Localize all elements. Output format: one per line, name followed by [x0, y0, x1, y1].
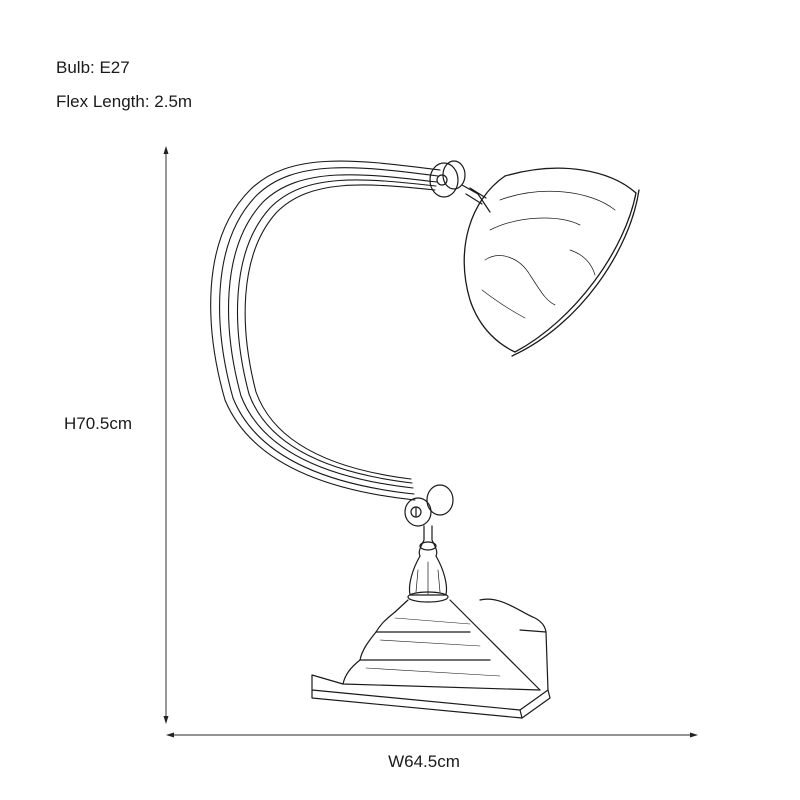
arrow-left-icon [166, 732, 174, 738]
height-dimension-label: H70.5cm [64, 414, 133, 433]
lamp-base [311, 598, 551, 719]
height-dimension-line [163, 146, 169, 724]
lamp-shade [463, 167, 640, 357]
width-dimension-label: W64.5cm [388, 752, 460, 771]
shade-knuckle [429, 160, 491, 213]
spec-bulb: Bulb: E27 [56, 58, 130, 77]
spec-flex-length: Flex Length: 2.5m [56, 92, 193, 111]
arrow-down-icon [163, 716, 169, 724]
arrow-up-icon [163, 146, 169, 154]
base-knuckle [404, 484, 454, 527]
arrow-right-icon [690, 732, 698, 738]
lamp-stem [407, 525, 449, 603]
lamp-arm [210, 160, 441, 501]
width-dimension-line [166, 732, 698, 738]
